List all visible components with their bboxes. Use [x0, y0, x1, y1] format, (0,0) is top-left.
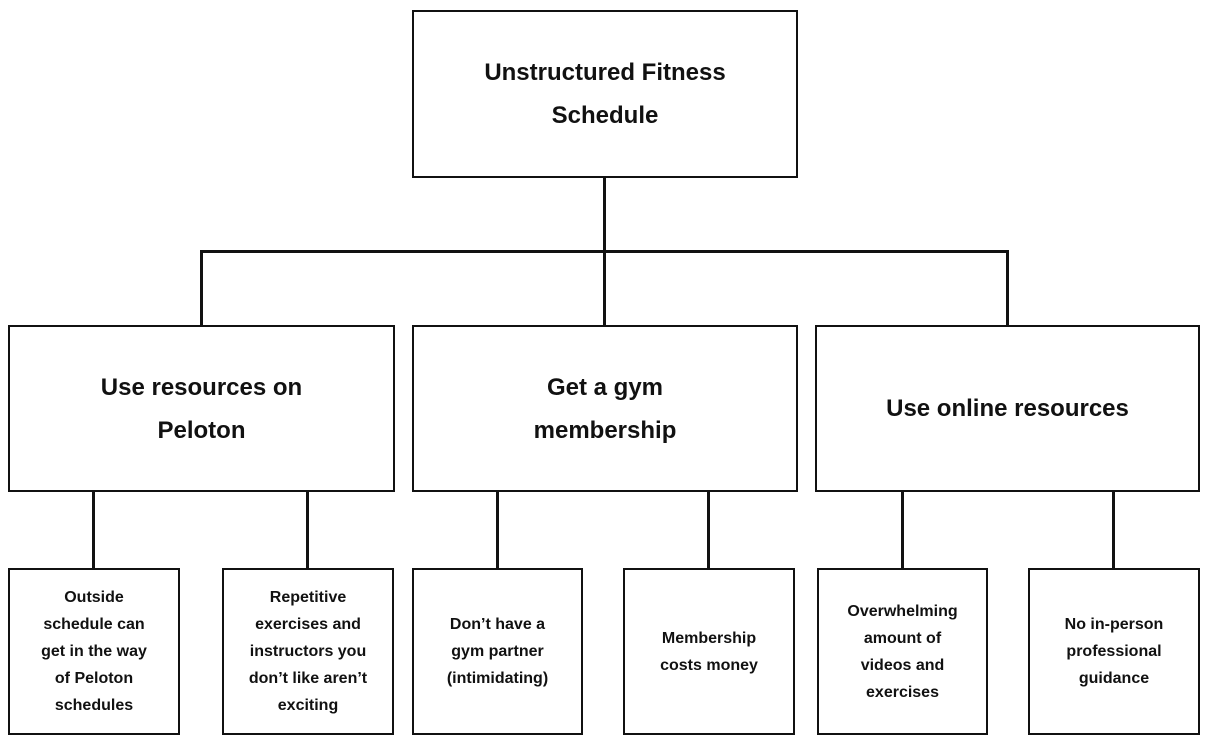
root-node-unstructured-fitness-schedule: Unstructured Fitness Schedule	[412, 10, 798, 178]
branch-node-label: Get a gym membership	[533, 373, 677, 444]
leaf-node-outside-schedule: Outside schedule can get in the way of P…	[8, 568, 180, 735]
leaf-node-label: No in-person professional guidance	[1064, 616, 1164, 687]
leaf-node-repetitive-exercises: Repetitive exercises and instructors you…	[222, 568, 394, 735]
connector-branch-left-drop	[200, 252, 203, 326]
connector-leaf-4-drop	[707, 491, 710, 569]
connector-leaf-1-drop	[92, 491, 95, 569]
leaf-node-membership-costs: Membership costs money	[623, 568, 795, 735]
connector-branch-bar	[200, 250, 1009, 253]
leaf-node-label: Overwhelming amount of videos and exerci…	[847, 602, 958, 701]
branch-node-label: Use resources on Peloton	[100, 373, 303, 444]
branch-node-online-resources: Use online resources	[815, 325, 1200, 492]
leaf-node-overwhelming-videos: Overwhelming amount of videos and exerci…	[817, 568, 988, 735]
leaf-node-label: Membership costs money	[660, 629, 758, 674]
root-node-label: Unstructured Fitness Schedule	[484, 59, 726, 129]
leaf-node-label: Repetitive exercises and instructors you…	[248, 589, 368, 714]
branch-node-label: Use online resources	[886, 395, 1129, 422]
leaf-node-no-gym-partner: Don’t have a gym partner (intimidating)	[412, 568, 583, 735]
branch-node-peloton-resources: Use resources on Peloton	[8, 325, 395, 492]
leaf-node-label: Don’t have a gym partner (intimidating)	[446, 616, 549, 687]
connector-leaf-2-drop	[306, 491, 309, 569]
connector-leaf-5-drop	[901, 491, 904, 569]
connector-leaf-6-drop	[1112, 491, 1115, 569]
leaf-node-no-professional-guidance: No in-person professional guidance	[1028, 568, 1200, 735]
connector-leaf-3-drop	[496, 491, 499, 569]
connector-branch-right-drop	[1006, 252, 1009, 326]
leaf-node-label: Outside schedule can get in the way of P…	[41, 589, 147, 714]
branch-node-gym-membership: Get a gym membership	[412, 325, 798, 492]
